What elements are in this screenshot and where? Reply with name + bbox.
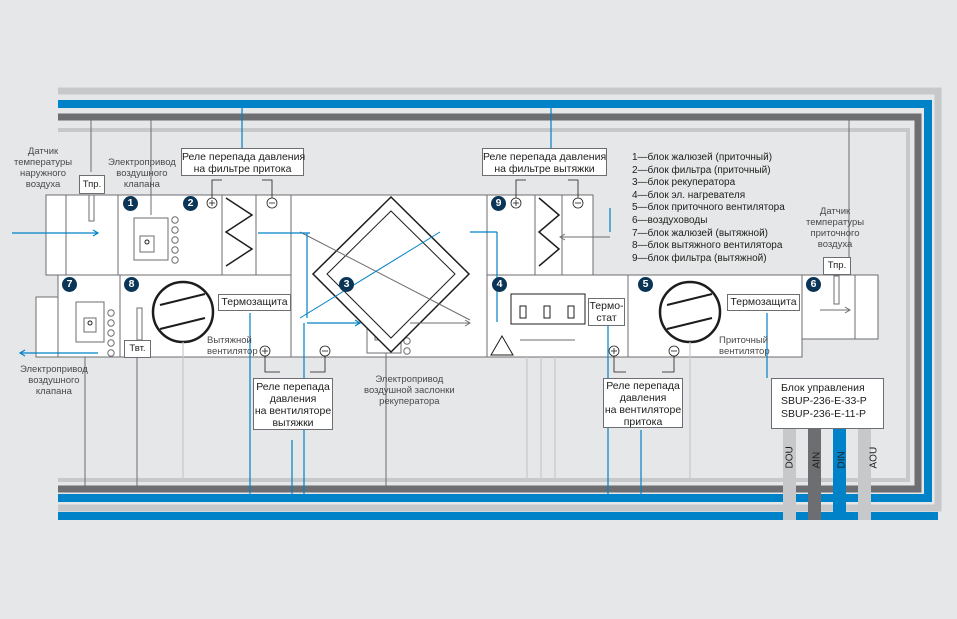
- legend-item: 1—блок жалюзей (приточный): [632, 152, 773, 163]
- control-unit-model-2: SBUP-236-E-11-P: [781, 408, 867, 420]
- block-number-2: 2: [183, 196, 198, 211]
- block-number-6: 6: [806, 277, 821, 292]
- exhaust-damper-actuator-label: Электропривод воздушного клапана: [20, 364, 88, 397]
- block-number-7: 7: [62, 277, 77, 292]
- recuperator-damper-actuator-label: Электропривод воздушной заслонки рекупер…: [364, 374, 455, 407]
- thermal-protection-exhaust: Термозащита: [218, 294, 291, 311]
- supply-damper-actuator-label: Электропривод воздушного клапана: [108, 157, 176, 190]
- relay-exhaust-filter: Реле перепада давления на фильтре вытяжк…: [482, 148, 607, 176]
- legend-item: 9—блок фильтра (вытяжной): [632, 252, 767, 264]
- block-number-8: 8: [124, 277, 139, 292]
- block-number-4: 4: [492, 277, 507, 292]
- control-unit-model-1: SBUP-236-E-33-P: [781, 395, 867, 407]
- control-unit: Блок управления SBUP-236-E-33-P SBUP-236…: [771, 378, 884, 429]
- relay-supply-filter: Реле перепада давления на фильтре приток…: [181, 148, 305, 176]
- legend-item: 7—блок жалюзей (вытяжной): [632, 227, 769, 239]
- exhaust-fan-label: Вытяжной вентилятор: [207, 335, 258, 357]
- block-number-1: 1: [123, 196, 138, 211]
- legend-item: 4—блок эл. нагревателя: [632, 189, 746, 201]
- legend-item: 8—блок вытяжного вентилятора: [632, 240, 783, 252]
- supply-temp-sensor-label: Датчик температуры приточного воздуха: [806, 206, 865, 250]
- thermal-protection-supply: Термозащита: [727, 294, 800, 311]
- legend: 1—блок жалюзей (приточный) 2—блок фильтр…: [632, 152, 785, 265]
- thermostat: Термо- стат: [588, 298, 625, 326]
- supply-temp-sensor-tag: Тпр.: [823, 257, 851, 275]
- supply-fan-label: Приточный вентилятор: [719, 335, 770, 357]
- control-unit-title: Блок управления: [781, 382, 865, 394]
- bus-label-dou: DOU: [784, 446, 796, 469]
- relay-exhaust-fan: Реле перепада давления на вентиляторе вы…: [253, 378, 333, 430]
- outdoor-temp-sensor-tag: Тпр.: [79, 175, 105, 194]
- exhaust-temp-sensor-tag: Твт.: [124, 340, 151, 358]
- outdoor-temp-sensor-label: Датчик температуры наружного воздуха: [14, 146, 73, 190]
- bus-label-aou: AOU: [868, 446, 880, 469]
- relay-supply-fan: Реле перепада давления на вентиляторе пр…: [603, 378, 683, 428]
- block-number-5: 5: [638, 277, 653, 292]
- legend-item: 6—воздуховоды: [632, 214, 708, 226]
- block-number-9: 9: [491, 196, 506, 211]
- bus-label-ain: AIN: [811, 451, 823, 469]
- legend-item: 5—блок приточного вентилятора: [632, 202, 785, 214]
- bus-label-din: DIN: [836, 451, 848, 469]
- legend-item: 3—блок рекуператора: [632, 177, 736, 189]
- legend-item: 2—блок фильтра (приточный): [632, 164, 771, 176]
- block-number-3: 3: [339, 277, 354, 292]
